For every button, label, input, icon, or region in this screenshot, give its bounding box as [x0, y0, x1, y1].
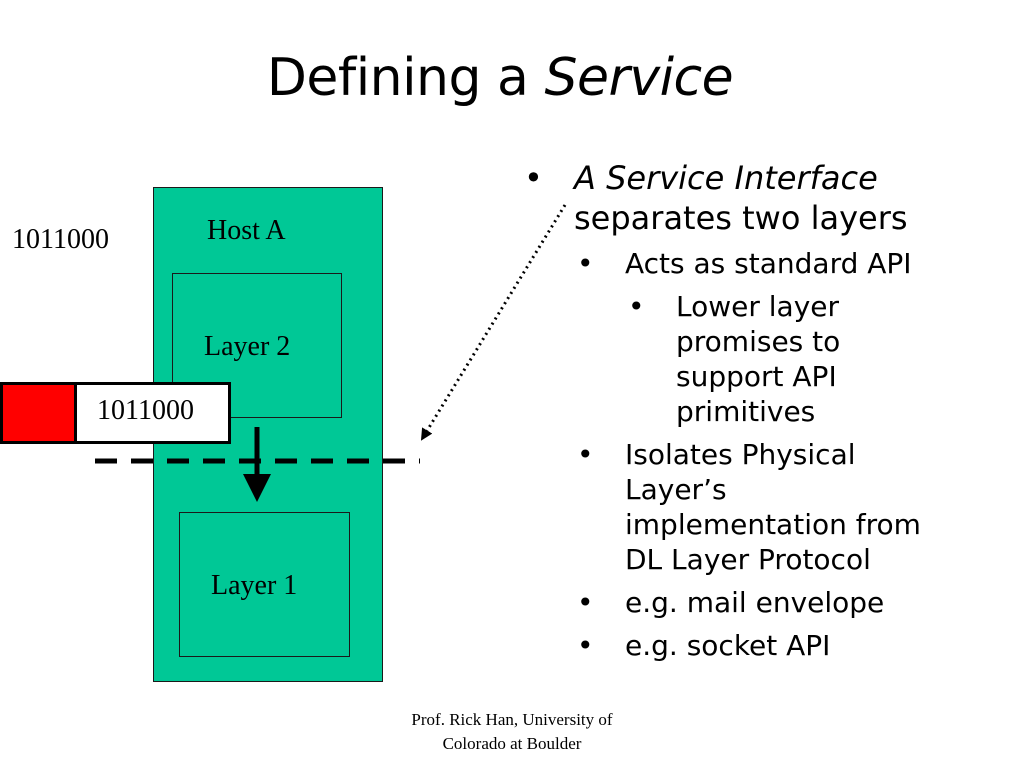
bullet-dot: • [577, 247, 594, 280]
slide-footer: Prof. Rick Han, University of Colorado a… [380, 708, 644, 756]
footer-line-1: Prof. Rick Han, University of [411, 710, 613, 729]
title-emphasis: Service [544, 48, 734, 108]
down-arrow-head [243, 474, 271, 502]
dotted-pointer-arrow [420, 204, 567, 441]
frame-bits-label: 1011000 [97, 395, 194, 426]
bullet-main-emphasis: A Service Interface [574, 159, 878, 197]
bullet-dot: • [628, 290, 645, 323]
bullet-sub-isolates-text: Isolates Physical Layer’s implementation… [625, 438, 921, 576]
layer-2-label: Layer 2 [204, 331, 291, 362]
bullet-sub-mail-envelope: • e.g. mail envelope [520, 585, 1010, 620]
bullet-list: • A Service Interface separates two laye… [520, 158, 1010, 663]
bullet-subsub-lower-layer: • Lower layer promises to support API pr… [520, 289, 876, 429]
bullet-main: • A Service Interface separates two laye… [520, 158, 1010, 238]
slide-title: Defining a Service [0, 48, 1000, 108]
frame-header-block [0, 382, 77, 444]
bullet-sub-api-text: Acts as standard API [625, 247, 912, 280]
bullet-main-rest: separates two layers [574, 199, 908, 237]
bullet-sub-socket-api: • e.g. socket API [520, 628, 1010, 663]
bullet-dot: • [577, 629, 594, 662]
incoming-bits-label: 1011000 [12, 224, 109, 255]
bullet-dot: • [577, 438, 594, 471]
host-a-label: Host A [207, 215, 286, 246]
bullet-sub-socket-api-text: e.g. socket API [625, 629, 831, 662]
bullet-sub-api: • Acts as standard API [520, 246, 1010, 281]
bullet-sub-isolates: • Isolates Physical Layer’s implementati… [520, 437, 955, 577]
bullet-subsub-lower-layer-text: Lower layer promises to support API prim… [676, 290, 841, 428]
title-prefix: Defining a [266, 48, 545, 108]
footer-line-2: Colorado at Boulder [442, 734, 582, 753]
layer-1-label: Layer 1 [211, 570, 298, 601]
layer-2-box [172, 273, 342, 418]
bullet-dot: • [524, 159, 543, 197]
bullet-sub-mail-envelope-text: e.g. mail envelope [625, 586, 885, 619]
bullet-dot: • [577, 586, 594, 619]
frame-payload-block [74, 382, 231, 444]
layer-1-box [179, 512, 350, 657]
